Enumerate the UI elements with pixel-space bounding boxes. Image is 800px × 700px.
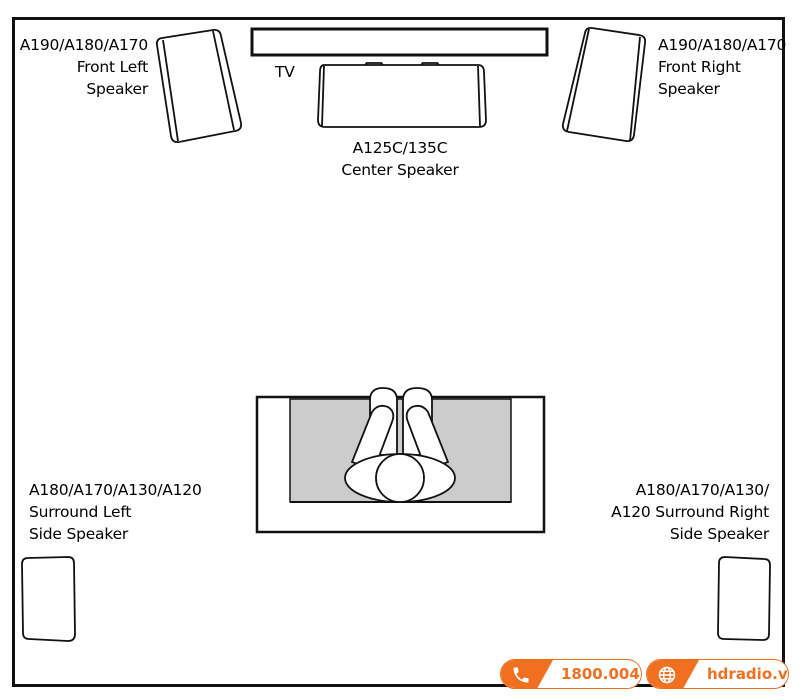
surround-right-position: A120 Surround Right xyxy=(611,503,769,521)
front-right-speaker-shape xyxy=(561,26,647,143)
tv-label: TV xyxy=(275,63,295,81)
front-right-position: Front Right xyxy=(658,58,741,76)
center-speaker-label: A125C/135C Center Speaker xyxy=(300,137,500,181)
front-left-position: Front Left xyxy=(76,58,148,76)
website-url: hdradio.vn xyxy=(707,665,788,683)
surround-left-position: Surround Left xyxy=(29,503,132,521)
phone-number: 1800.0042 xyxy=(561,665,642,683)
front-left-speaker-label: A190/A180/A170 Front Left Speaker xyxy=(18,34,148,100)
front-right-speaker-label: A190/A180/A170 Front Right Speaker xyxy=(658,34,786,100)
phone-icon xyxy=(513,667,529,683)
front-right-type: Speaker xyxy=(658,80,720,98)
front-right-model: A190/A180/A170 xyxy=(658,36,787,54)
surround-right-model: A180/A170/A130/ xyxy=(635,481,769,499)
surround-left-speaker-shape xyxy=(21,556,76,642)
phone-badge[interactable]: 1800.0042 xyxy=(500,659,642,689)
surround-right-type: Side Speaker xyxy=(669,525,769,543)
front-left-model: A190/A180/A170 xyxy=(19,36,148,54)
listener-figure xyxy=(344,387,456,503)
center-model: A125C/135C xyxy=(352,139,448,157)
tv-shape xyxy=(250,27,549,57)
surround-left-speaker-label: A180/A170/A130/A120 Surround Left Side S… xyxy=(29,479,202,545)
surround-right-speaker-shape xyxy=(717,556,771,641)
globe-icon xyxy=(658,666,676,684)
front-left-type: Speaker xyxy=(86,80,148,98)
surround-left-model: A180/A170/A130/A120 xyxy=(29,481,202,499)
surround-left-type: Side Speaker xyxy=(29,525,129,543)
center-speaker-shape xyxy=(317,62,487,128)
website-badge[interactable]: hdradio.vn xyxy=(646,659,789,689)
front-left-speaker-shape xyxy=(155,28,243,144)
center-position: Center Speaker xyxy=(341,161,459,179)
surround-right-speaker-label: A180/A170/A130/ A120 Surround Right Side… xyxy=(580,479,769,545)
room-outline xyxy=(12,17,785,687)
